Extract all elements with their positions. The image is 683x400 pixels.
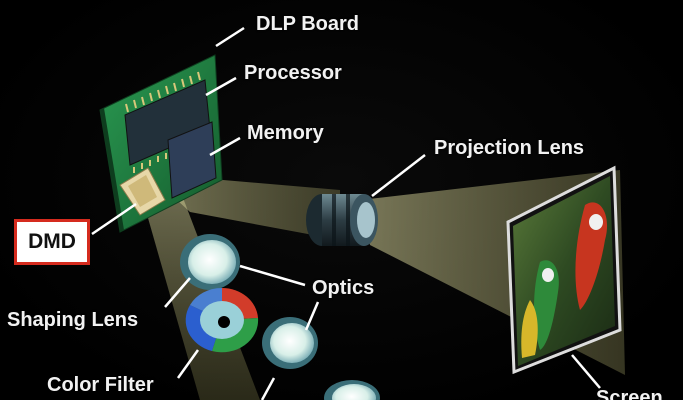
label-color-filter: Color Filter xyxy=(47,374,154,396)
label-screen: Screen xyxy=(596,387,663,400)
processor-pins xyxy=(125,71,201,173)
memory-chip xyxy=(167,121,217,199)
projection-lens-barrel xyxy=(306,194,378,246)
label-processor: Processor xyxy=(244,62,342,84)
dmd-highlight-box: DMD xyxy=(14,219,90,265)
leader-processor xyxy=(205,76,237,97)
leader-dmd xyxy=(91,202,137,236)
dmd-mirror-array xyxy=(128,175,157,207)
leader-memory xyxy=(209,136,241,157)
leader-optics-2 xyxy=(304,301,320,331)
label-optics: Optics xyxy=(312,277,375,299)
color-filter-wheel xyxy=(185,287,259,353)
label-dlp-board: DLP Board xyxy=(256,13,359,35)
dlp-board-edge xyxy=(100,108,124,232)
leader-shaping-lens xyxy=(164,277,191,308)
optics-lens-element xyxy=(262,317,318,369)
light-source-lens xyxy=(324,380,380,400)
label-memory: Memory xyxy=(247,122,324,144)
leader-optics-1 xyxy=(239,264,306,287)
leader-projection-lens xyxy=(371,154,426,197)
leader-screen xyxy=(571,354,601,389)
label-projection-lens: Projection Lens xyxy=(434,137,585,159)
leader-bottom-lens xyxy=(260,377,276,400)
label-shaping-lens: Shaping Lens xyxy=(7,309,139,331)
leader-lines xyxy=(91,26,601,400)
projection-screen xyxy=(506,165,622,375)
shaping-lens-element xyxy=(180,234,240,290)
leader-dlp-board xyxy=(215,26,245,48)
label-dmd: DMD xyxy=(28,230,76,253)
leader-color-filter xyxy=(176,349,200,379)
